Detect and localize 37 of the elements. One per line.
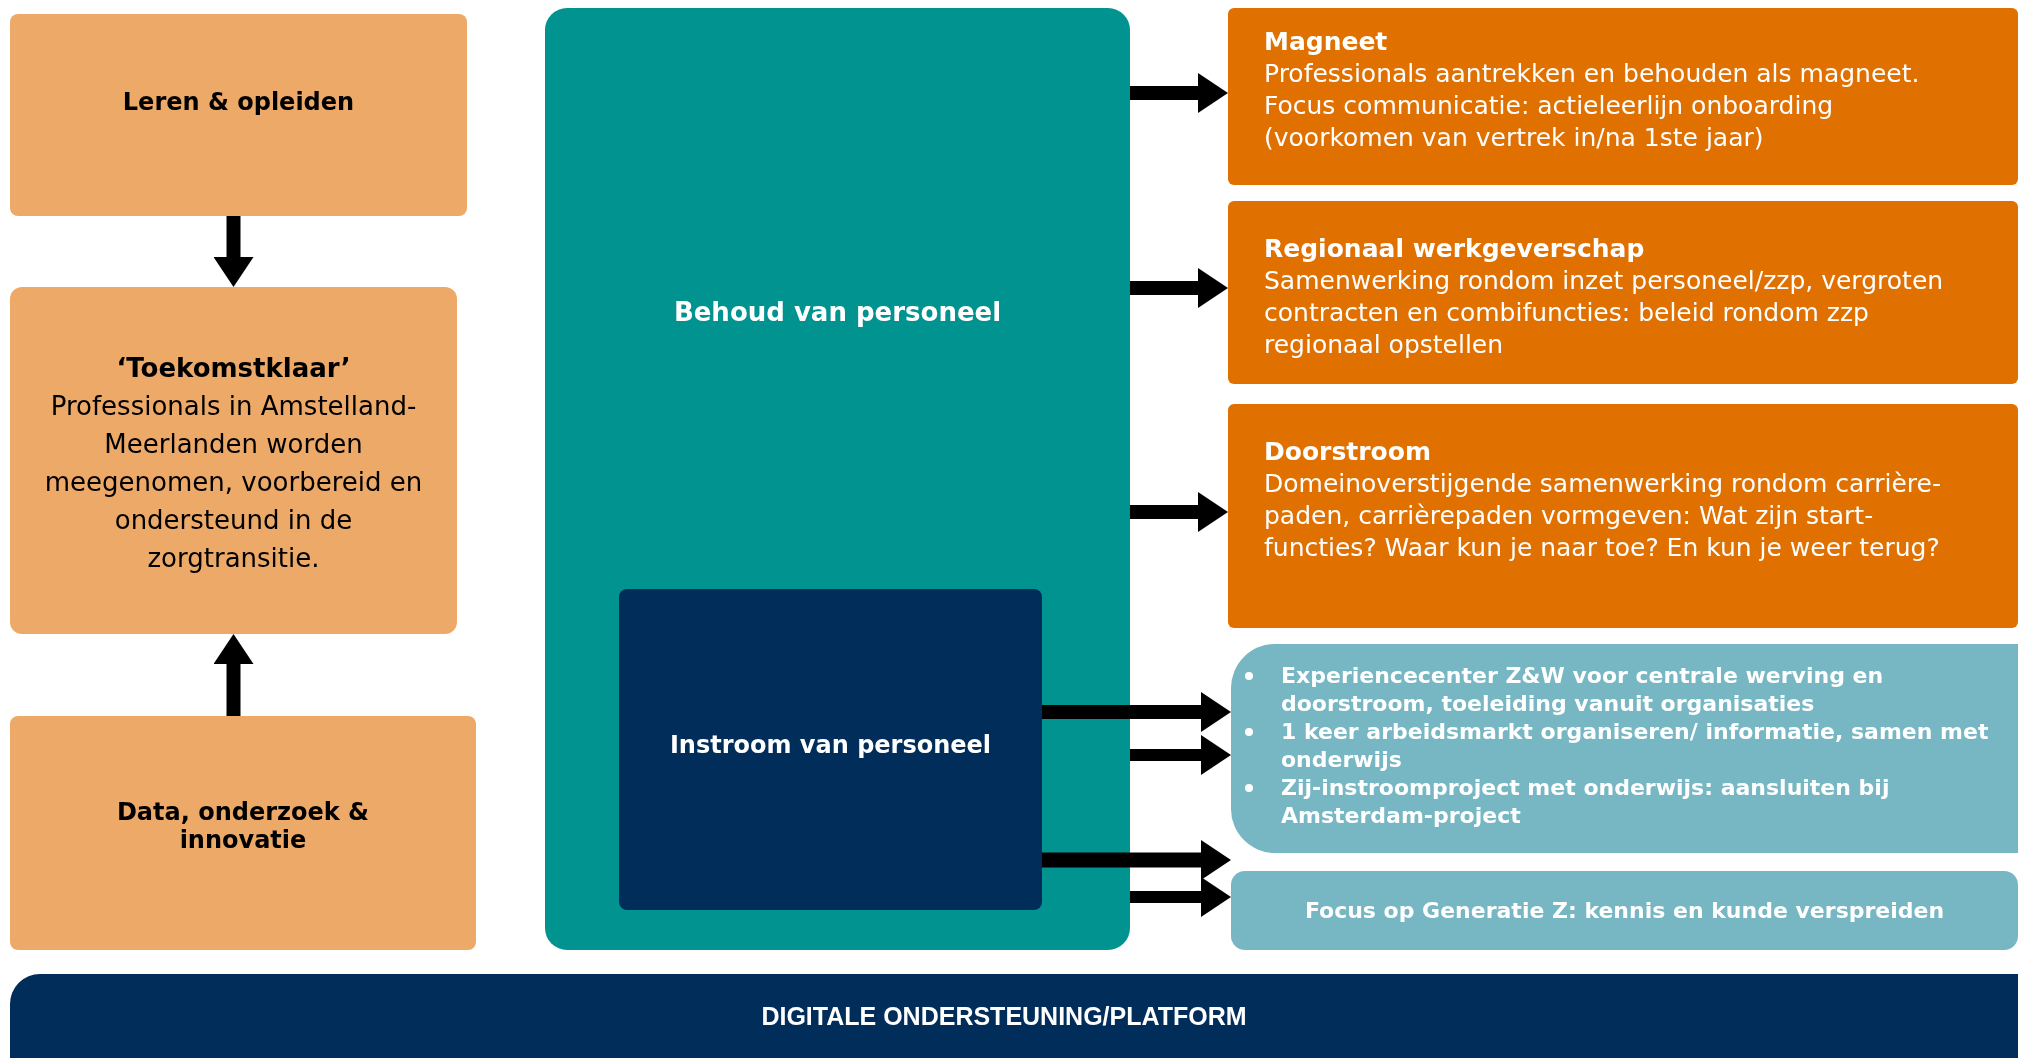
box-title: Behoud van personeel	[672, 298, 1003, 326]
box-title: Doorstroom	[1264, 436, 1432, 468]
box-title: ‘Toekomstklaar’	[115, 352, 352, 385]
topic-box	[1231, 871, 2018, 950]
bullet-item: 1 keer arbeidsmarkt organiseren/ informatie, samen met onderwijs	[1281, 718, 1990, 774]
process-box	[10, 14, 467, 216]
arrow	[1042, 692, 1231, 732]
topic-box	[1228, 8, 2018, 185]
bar-title: DIGITALE ONDERSTEUNING/PLATFORM	[761, 1001, 1247, 1031]
topic-box	[1231, 644, 2018, 853]
arrow	[1130, 268, 1228, 308]
process-box	[619, 589, 1042, 910]
box-title: Instroom van personeel	[668, 731, 993, 759]
process-box	[10, 716, 476, 950]
process-box	[10, 287, 457, 634]
topic-box	[1228, 201, 2018, 384]
arrow	[213, 216, 254, 287]
arrow	[1042, 840, 1231, 880]
arrow	[1130, 877, 1231, 917]
box-description: Domeinoverstijgende samenwerking rondom carrière-paden, carrièrepaden vormgeven: Wat zijn start-functies? Waar kun je naar toe? En kun je weer terug?	[1264, 468, 1942, 564]
bullet-item: Experiencecenter Z&W voor centrale werving en doorstroom, toeleiding vanuit organisaties	[1281, 662, 1885, 718]
box-description: Professionals aantrekken en behouden als magneet. Focus communicatie: actieleerlijn onboarding (voorkomen van vertrek in/na 1ste jaar)	[1264, 58, 1921, 154]
box-description: Samenwerking rondom inzet personeel/zzp, vergroten contracten en combifuncties: beleid rondom zzp regionaal opstellen	[1264, 265, 1945, 361]
platform-bar	[10, 974, 2018, 1058]
box-title: Magneet	[1264, 26, 1389, 58]
topic-box	[1228, 404, 2018, 628]
box-title: Focus op Generatie Z: kennis en kunde verspreiden	[1304, 898, 1945, 923]
box-description: Professionals in Amstelland-Meerlanden worden meegenomen, voorbereid en ondersteund in de zorgtransitie.	[43, 390, 424, 575]
arrow	[1130, 735, 1231, 775]
group-panel	[545, 8, 1130, 950]
arrow	[1130, 492, 1228, 532]
box-title: Regionaal werkgeverschap	[1264, 233, 1646, 265]
arrow	[1130, 73, 1228, 113]
bullet-item: Zij-instroomproject met onderwijs: aansluiten bij Amsterdam-project	[1281, 774, 1891, 830]
arrow	[213, 634, 254, 716]
box-title: Leren & opleiden	[121, 88, 356, 116]
box-title: Data, onderzoek & innovatie	[115, 798, 371, 854]
